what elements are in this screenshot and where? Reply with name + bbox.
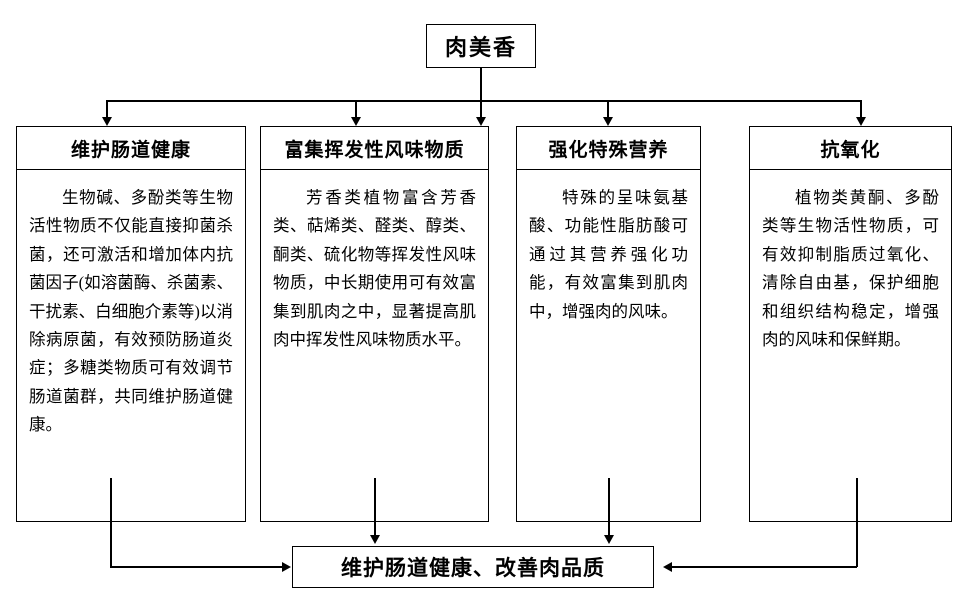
arrow-right-result-left	[282, 561, 291, 572]
arrow-down-center	[475, 117, 486, 126]
branch-1-body: 生物碱、多酚类等生物活性物质不仅能直接抑菌杀菌，还可激活和增加体内抗菌因子(如溶…	[16, 170, 246, 522]
root-node: 肉美香	[426, 24, 536, 68]
branch-1-title: 维护肠道健康	[16, 126, 246, 170]
branch-2: 富集挥发性风味物质 芳香类植物富含芳香类、萜烯类、醛类、醇类、酮类、硫化物等挥发…	[260, 126, 489, 522]
branch-4-title-label: 抗氧化	[820, 139, 881, 161]
branch-4: 抗氧化 植物类黄酮、多酚类等生物活性物质，可有效抑制脂质过氧化、清除自由基，保护…	[749, 126, 952, 522]
arrow-down-branch-1	[101, 117, 112, 126]
branch-2-title-label: 富集挥发性风味物质	[284, 139, 465, 161]
branch-3-title-label: 强化特殊营养	[548, 139, 669, 161]
connector-drop-center	[480, 100, 482, 118]
connector-b4-down	[856, 478, 858, 567]
arrow-left-result-right	[663, 561, 672, 572]
branch-2-title: 富集挥发性风味物质	[260, 126, 489, 170]
root-node-label: 肉美香	[444, 35, 517, 60]
result-node-label: 维护肠道健康、改善肉品质	[341, 556, 605, 580]
connector-b2-down	[374, 478, 376, 536]
branch-2-body: 芳香类植物富含芳香类、萜烯类、醛类、醇类、酮类、硫化物等挥发性风味物质，中长期使…	[260, 170, 489, 522]
connector-distribution-bus	[106, 100, 862, 102]
arrow-down-branch-2	[350, 117, 361, 126]
branch-1-title-label: 维护肠道健康	[70, 139, 191, 161]
arrow-down-branch-4	[855, 117, 866, 126]
branch-1: 维护肠道健康 生物碱、多酚类等生物活性物质不仅能直接抑菌杀菌，还可激活和增加体内…	[16, 126, 246, 522]
arrow-down-result-2	[603, 535, 614, 544]
connector-b1-right	[110, 566, 282, 568]
arrow-down-result-1	[369, 535, 380, 544]
branch-3: 强化特殊营养 特殊的呈味氨基酸、功能性脂肪酸可通过其营养强化功能，有效富集到肌肉…	[516, 126, 701, 522]
branch-4-title: 抗氧化	[749, 126, 952, 170]
branch-3-body: 特殊的呈味氨基酸、功能性脂肪酸可通过其营养强化功能，有效富集到肌肉中，增强肉的风…	[516, 170, 701, 522]
connector-drop-2	[355, 100, 357, 118]
connector-drop-4	[860, 100, 862, 118]
branch-3-title: 强化特殊营养	[516, 126, 701, 170]
connector-drop-3	[607, 100, 609, 118]
branch-4-body: 植物类黄酮、多酚类等生物活性物质，可有效抑制脂质过氧化、清除自由基，保护细胞和组…	[749, 170, 952, 522]
connector-b3-down	[608, 478, 610, 536]
result-node: 维护肠道健康、改善肉品质	[292, 546, 654, 588]
connector-b4-left	[672, 566, 857, 568]
connector-drop-1	[106, 100, 108, 118]
arrow-down-branch-3	[602, 117, 613, 126]
connector-b1-down	[110, 478, 112, 567]
connector-root-stem	[480, 68, 482, 101]
